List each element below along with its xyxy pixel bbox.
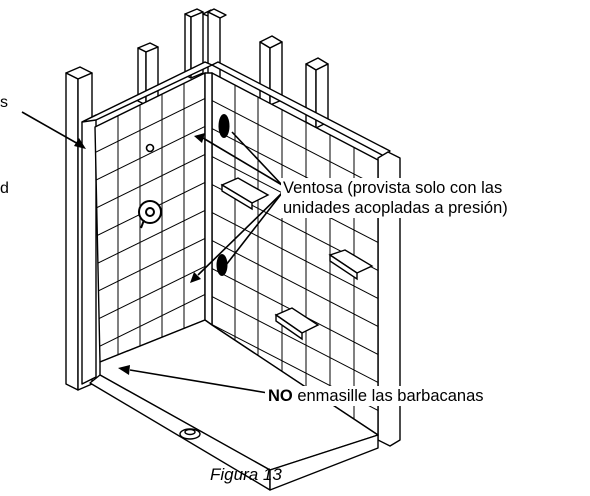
- drain-icon: [179, 428, 201, 440]
- figure-caption: Figura 13: [210, 465, 282, 484]
- soap-shelves: [220, 177, 374, 341]
- callout-text: enmasille las barbacanas: [292, 387, 484, 405]
- arrowheads: [74, 133, 205, 375]
- callout-emphasis: NO: [268, 387, 293, 405]
- left-edge-fragment: d: [0, 180, 9, 197]
- left-flange: [81, 114, 97, 385]
- callout-leaders: [21, 111, 283, 394]
- suction-cup-icon: [218, 114, 230, 138]
- suction-cup-callout: Ventosa (provista solo con las unidades …: [281, 178, 510, 218]
- callout-line-2: unidades acopladas a presión): [283, 199, 508, 217]
- valve-icon: [138, 200, 162, 229]
- callout-line-1: Ventosa (provista solo con las: [283, 179, 503, 197]
- valve-small-icon: [145, 143, 155, 153]
- suction-cup-icon: [216, 254, 228, 276]
- weep-hole-callout: NO enmasille las barbacanas: [265, 386, 487, 406]
- left-edge-fragment: s: [0, 94, 8, 111]
